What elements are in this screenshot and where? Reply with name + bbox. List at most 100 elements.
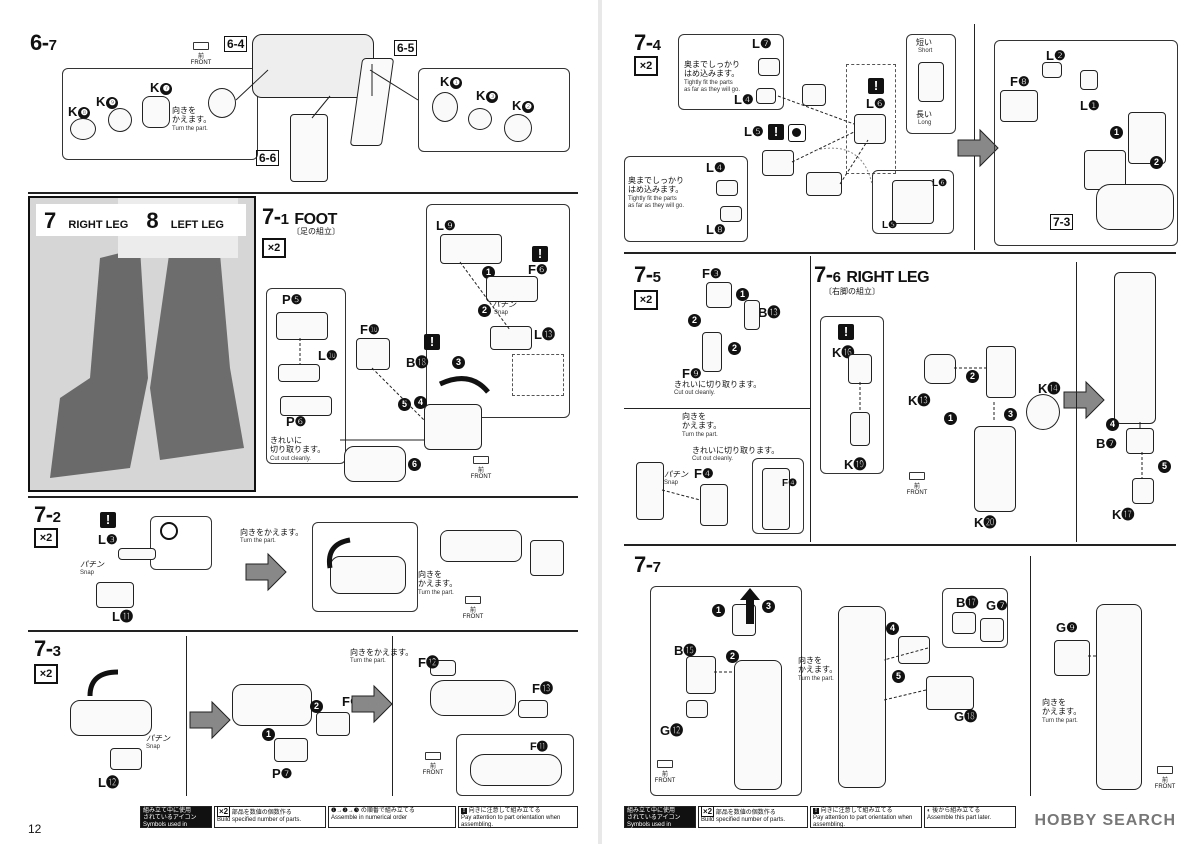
part-f9-drawing — [702, 332, 722, 372]
ankle-assembly-drawing — [1128, 112, 1166, 164]
part-b13-drawing — [744, 300, 760, 330]
step-7-1-multiplier: ×2 — [262, 238, 286, 258]
short-long-box — [906, 34, 956, 134]
front-arrow-icon — [1157, 766, 1173, 774]
step-order-3: 3 — [452, 356, 465, 369]
step-order-4: 4 — [414, 396, 427, 409]
step-7-4-multiplier: ×2 — [634, 56, 658, 76]
front-arrow-icon — [465, 596, 481, 604]
turn-part-note2-en-7-7: Turn the part. — [1042, 718, 1078, 724]
part-k19-drawing — [850, 412, 870, 446]
part-label-l1: L❶ — [1080, 98, 1100, 113]
part-l10-drawing — [278, 364, 320, 382]
snap-note-en-7-3: Snap — [146, 744, 161, 750]
snap-note-jp-7-2: パチン — [80, 560, 104, 569]
foot-final-drawing — [430, 680, 516, 716]
step-order-4-7-6: 4 — [1106, 418, 1119, 431]
step-7-4-assembly-box — [994, 40, 1178, 246]
part-f12-drawing — [430, 660, 456, 676]
part-label-b15: B⓯ — [674, 643, 697, 658]
part-label-k17: K⓱ — [1112, 507, 1135, 522]
step-7-4-fit-box-2 — [624, 156, 748, 242]
part-label-l2: L❷ — [1046, 48, 1066, 63]
leg-assembly-drawing-7-7 — [838, 606, 886, 788]
foot-rotated-drawing — [330, 556, 406, 594]
step-order-2-7-4: 2 — [1150, 156, 1163, 169]
part-l8-drawing — [720, 206, 742, 222]
part-g9-drawing — [1054, 640, 1090, 676]
step-order-5-7-6: 5 — [1158, 460, 1171, 473]
part-label-l5b: L❺ — [882, 220, 898, 231]
turn-part-note-en-7-2: Turn the part. — [240, 538, 276, 544]
progress-arrow-icon-7-3b — [351, 684, 393, 724]
front-arrow-icon — [473, 456, 489, 464]
step-order-2: 2 — [478, 304, 491, 317]
part-l4-drawing — [756, 88, 776, 104]
part-g7-drawing — [980, 618, 1004, 642]
foot-assembly-drawing — [424, 404, 482, 450]
leg-assembly-drawing-7-6 — [1114, 272, 1156, 424]
cut-cleanly-note2-en-7-5: Cut out cleanly. — [692, 456, 733, 462]
step-order-3-7-7: 3 — [762, 600, 775, 613]
shin-part-drawing — [1084, 150, 1126, 190]
part-label-f3: F❸ — [702, 266, 722, 281]
fit-note-en-1: Tightly fit the parts as far as they wil… — [684, 80, 741, 93]
part-f4-detail-drawing — [762, 468, 790, 530]
prohibited-icon — [160, 522, 178, 540]
foot-side-drawing — [440, 530, 522, 562]
detail-callout-box — [512, 354, 564, 396]
turn-part-note-jp-7-2: 向きをかえます。 — [240, 528, 304, 537]
step-7-5-7-6-assembly-lines — [661, 367, 1143, 501]
turn-part-note-en: Turn the part. — [172, 126, 208, 132]
step-7-1-heel-box — [266, 288, 346, 464]
part-label-g9: G❾ — [1056, 620, 1078, 635]
front-arrow-icon — [909, 472, 925, 480]
step-7-7-g7-box — [942, 588, 1008, 648]
step-order-2-7-6: 2 — [966, 370, 979, 383]
part-k14-drawing — [1026, 394, 1060, 430]
front-arrow-icon — [657, 760, 673, 768]
leg-frame-drawing-7-7 — [734, 660, 782, 790]
part-label-g18: G⓲ — [954, 709, 978, 724]
foot-7-3-drawing — [1096, 184, 1174, 230]
part-label-g12: G⓬ — [660, 723, 684, 738]
step-7-1-assembly-lines — [299, 261, 511, 441]
divider-7-3 — [28, 630, 578, 632]
part-g12-drawing — [686, 700, 708, 718]
part-b17-drawing — [952, 612, 976, 634]
hobby-search-watermark: HOBBY SEARCH — [1034, 812, 1176, 829]
part-k9-drawing — [108, 108, 132, 132]
joint-drawing-a — [802, 84, 826, 106]
part-l3-drawing — [118, 548, 156, 560]
short-label-jp: 短い — [916, 38, 932, 47]
ref-6-6: 6-6 — [256, 150, 280, 166]
part-l12-drawing — [110, 748, 142, 770]
part-label-f11: F⓫ — [530, 741, 548, 753]
part-label-l13: L⓭ — [534, 327, 555, 342]
foot-sole-drawing — [344, 446, 406, 482]
part-label-f4: F❹ — [694, 466, 714, 481]
step-order-2-7-3: 2 — [310, 700, 323, 713]
step-7-6-thigh-box — [820, 316, 884, 474]
part-g18-drawing — [926, 676, 974, 710]
part-label-p6: P❻ — [286, 414, 307, 429]
progress-arrow-icon-7-4 — [957, 128, 999, 168]
leg-final-drawing — [1096, 604, 1142, 790]
front-arrow-icon — [425, 752, 441, 760]
part-k13-drawing — [924, 354, 956, 384]
page-gutter — [598, 0, 602, 844]
part-label-l6: L❻ — [866, 96, 886, 111]
turn-part-note-jp-7-3: 向きをかえます。 — [350, 648, 414, 657]
step-order-6: 6 — [408, 458, 421, 471]
step-order-3-7-6: 3 — [1004, 408, 1017, 421]
part-f3-drawing — [706, 282, 732, 308]
lower-leg-drawing-7-5 — [636, 462, 664, 520]
turn-part-note-en-7-5: Turn the part. — [682, 432, 718, 438]
